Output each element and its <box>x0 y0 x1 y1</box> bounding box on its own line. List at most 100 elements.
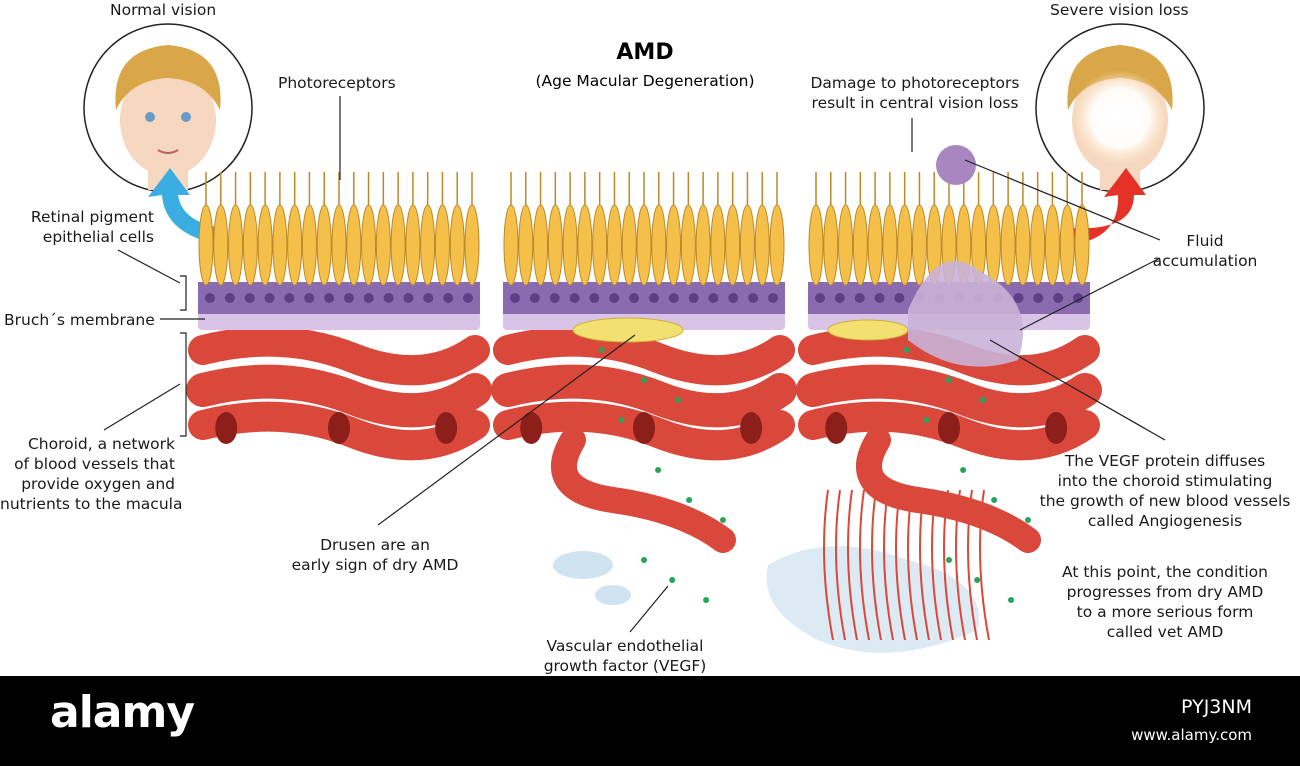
photoreceptor-cell <box>1074 204 1090 286</box>
choroid-vessel <box>493 326 795 386</box>
photoreceptor-cell <box>228 204 244 286</box>
choroid-vessel <box>491 364 797 428</box>
rpe-cell <box>383 293 394 303</box>
photoreceptor-cell <box>911 204 927 286</box>
photoreceptor-cell <box>867 204 883 286</box>
rpe-cell <box>569 293 580 303</box>
photoreceptor-cell <box>1044 204 1060 286</box>
alamy-logo: alamy <box>50 687 195 738</box>
photoreceptor-cell <box>1059 204 1075 286</box>
rpe-cell <box>815 293 825 303</box>
photoreceptor-cell <box>606 204 622 286</box>
photoreceptor-cell <box>739 204 755 286</box>
rpe-cell <box>834 293 845 303</box>
photoreceptor-cell <box>680 204 696 286</box>
rpe-cell <box>343 293 354 303</box>
photoreceptor-cell <box>405 204 421 286</box>
descending-vessel <box>856 427 1041 553</box>
photoreceptor-cell <box>1030 204 1046 286</box>
rpe-cell <box>304 293 315 303</box>
photoreceptor-cell <box>287 204 303 286</box>
new-vessel <box>823 489 834 641</box>
rpe-cell <box>708 293 719 303</box>
photoreceptor-cell <box>242 204 258 286</box>
site-url: www.alamy.com <box>1131 726 1252 744</box>
rpe-cell <box>284 293 295 303</box>
photoreceptor-cell <box>390 204 406 286</box>
vegf-dot <box>903 347 910 353</box>
vegf-dot <box>703 597 710 603</box>
photoreceptor-cell <box>823 204 839 286</box>
bruch-membrane <box>198 312 480 330</box>
rpe-cell <box>443 293 454 303</box>
vegf-dot <box>674 397 681 403</box>
vegf-dot <box>946 377 952 383</box>
photoreceptor-cell <box>651 204 667 286</box>
photoreceptor-cell <box>1015 204 1031 286</box>
label-retinal-pigment: Retinal pigment epithelial cells <box>30 208 154 246</box>
rpe-cell <box>324 293 335 303</box>
photoreceptor-cell <box>346 204 362 286</box>
photoreceptor-cell <box>518 204 534 286</box>
rpe-cell <box>854 293 865 303</box>
vegf-dot <box>655 467 662 473</box>
new-vessel <box>919 489 930 641</box>
choroid-vessel <box>188 326 490 386</box>
normal-vision-face <box>83 23 253 193</box>
vegf-dot <box>598 347 605 353</box>
photoreceptor-cell <box>257 204 273 286</box>
vessel-lumen <box>825 412 848 444</box>
rpe-cell <box>403 293 414 303</box>
vegf-dot <box>979 397 986 403</box>
vessel-lumen <box>328 412 350 444</box>
rpe-layer <box>198 282 480 314</box>
label-drusen: Drusen are an early sign of dry AMD <box>291 536 459 574</box>
rpe-cell <box>768 293 778 303</box>
rpe-cell <box>1053 293 1064 303</box>
rpe-cell <box>648 293 659 303</box>
vessel-lumen <box>215 412 238 444</box>
vision-loss-face <box>1035 23 1205 193</box>
rpe-cell <box>1033 293 1044 303</box>
rpe-cell <box>510 293 520 303</box>
leader-lines <box>103 96 1166 633</box>
rpe-cell <box>668 293 679 303</box>
rpe-cell <box>244 293 255 303</box>
rpe-cell <box>748 293 759 303</box>
retina-panel-2 <box>491 172 797 605</box>
photoreceptor-cell <box>449 204 465 286</box>
vessel-lumen <box>520 412 543 444</box>
photoreceptor-cell <box>301 204 317 286</box>
photoreceptor-cell <box>331 204 347 286</box>
new-vessel <box>859 489 870 641</box>
photoreceptor-cell <box>897 204 913 286</box>
vegf-dot <box>974 577 981 583</box>
vegf-dot <box>923 417 930 423</box>
photoreceptor-cell <box>592 204 608 286</box>
photoreceptor-cell <box>769 204 785 286</box>
drusen-deposit <box>572 317 684 343</box>
rpe-cell <box>549 293 560 303</box>
rpe-cell <box>1073 293 1083 303</box>
rpe-cell <box>874 293 885 303</box>
footer-bar <box>0 676 1300 766</box>
choroid-vessel <box>796 364 1102 428</box>
photoreceptor-cell <box>547 204 563 286</box>
photoreceptor-cell <box>754 204 770 286</box>
fluid-accumulation <box>908 261 1023 367</box>
photoreceptor-cell <box>361 204 377 286</box>
photoreceptor-cell <box>1000 204 1016 286</box>
rpe-cell <box>589 293 600 303</box>
new-vessel <box>883 489 894 641</box>
diagram-title: AMD <box>616 40 674 65</box>
photoreceptor-cell <box>562 204 578 286</box>
label-fluid-accumulation: Fluid accumulation <box>1152 232 1258 270</box>
new-vessel <box>955 489 966 641</box>
retina-panel-1 <box>186 172 492 461</box>
label-normal-vision: Normal vision <box>110 1 217 19</box>
photoreceptor-cell <box>434 204 450 286</box>
new-vessel <box>931 489 942 641</box>
new-vessel <box>835 489 846 641</box>
fluid-pool <box>595 585 631 605</box>
diagram-subtitle: (Age Macular Degeneration) <box>535 72 755 90</box>
